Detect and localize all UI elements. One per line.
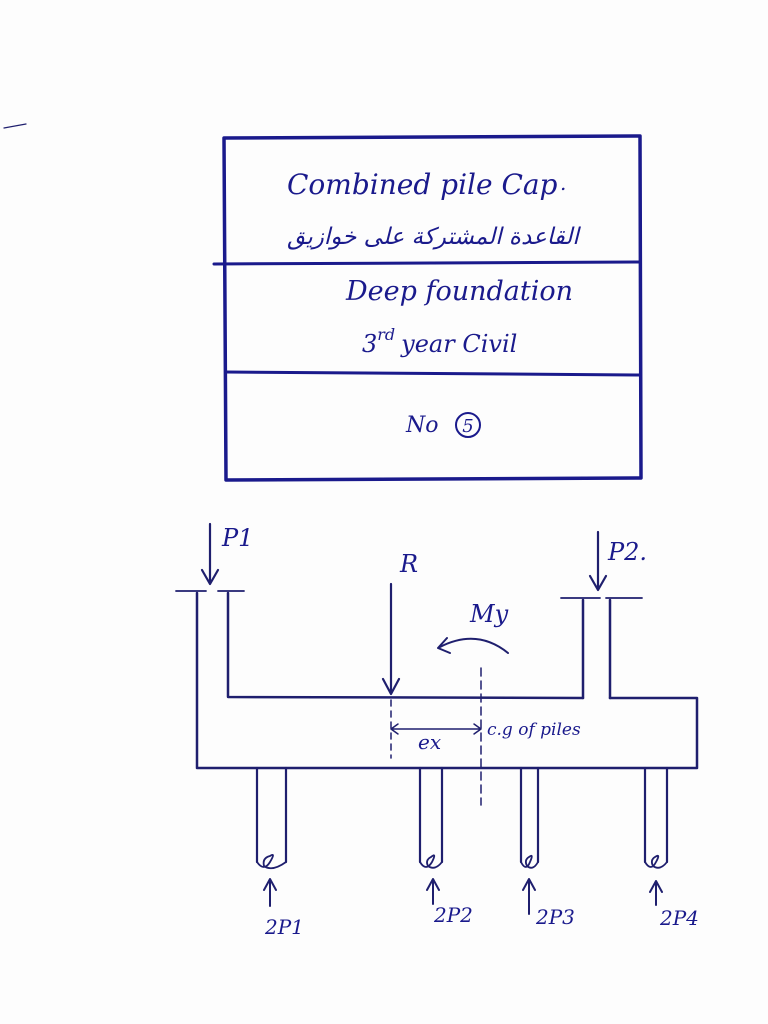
cg-label: c.g of piles	[487, 720, 581, 740]
title-block: Combined pile Cap . القاعدة المشتركة على…	[212, 134, 643, 482]
pile-2	[418, 766, 444, 869]
number-circle	[455, 412, 481, 438]
reaction-4: 2P4	[649, 880, 699, 930]
reaction-4-label: 2P4	[659, 906, 699, 930]
resultant-label: R	[399, 550, 418, 578]
pile-2-shaft	[418, 766, 444, 864]
pile-cap-diagram: P1 P2. R My ex c.g of piles	[175, 522, 699, 939]
pile-2-tip	[419, 854, 443, 869]
moment-arc	[437, 637, 509, 654]
title-arabic: القاعدة المشتركة على خوازيق	[287, 224, 581, 250]
load-p2: P2.	[588, 530, 647, 592]
moment-label: My	[469, 600, 509, 628]
title-block-frame	[222, 134, 643, 482]
reaction-1-arrow	[263, 878, 277, 907]
load-p1-label: P1	[221, 524, 253, 552]
margin-mark	[3, 123, 27, 129]
title-dot: .	[560, 171, 566, 195]
pile-1-tip	[256, 853, 287, 870]
reaction-3-label: 2P3	[535, 905, 575, 929]
load-p1-arrow	[200, 522, 220, 586]
reaction-4-arrow	[649, 880, 663, 906]
resultant-arrow	[381, 582, 401, 696]
reaction-2-label: 2P2	[433, 903, 473, 927]
class-year-suffix: rd	[377, 325, 395, 344]
load-p2-label: P2.	[607, 538, 647, 566]
ex-dimension-line	[390, 723, 482, 735]
reaction-3: 2P3	[522, 878, 575, 929]
pile-3	[519, 766, 540, 869]
load-p2-arrow	[588, 530, 608, 592]
title-block-divider-1	[212, 260, 642, 266]
class-year-number: 3	[362, 330, 377, 358]
load-p1: P1	[200, 522, 253, 586]
moment-my: My	[437, 600, 509, 654]
title-english: Combined pile Cap	[287, 168, 558, 201]
pile-1-shaft	[255, 766, 288, 864]
resultant-load: R	[381, 550, 418, 696]
pile-3-shaft	[519, 766, 540, 864]
number-value: 5	[462, 416, 473, 437]
reaction-2: 2P2	[426, 878, 473, 927]
pile-1	[255, 766, 288, 870]
pile-4-shaft	[643, 766, 669, 864]
right-column	[581, 598, 612, 700]
pile-4	[643, 766, 669, 869]
subject-text: Deep foundation	[345, 276, 573, 307]
reaction-1: 2P1	[263, 878, 304, 939]
reaction-3-arrow	[522, 878, 536, 915]
class-year-text: 3rd year Civil	[362, 325, 517, 358]
number-label: No	[405, 413, 439, 438]
pile-3-tip	[520, 854, 539, 869]
pile-4-tip	[644, 854, 668, 869]
ex-label: ex	[418, 730, 441, 754]
title-block-divider-2	[224, 370, 642, 377]
pile-cap-body	[195, 591, 699, 770]
reaction-2-arrow	[426, 878, 440, 905]
class-year-rest: year Civil	[400, 330, 517, 358]
reaction-1-label: 2P1	[264, 915, 304, 939]
